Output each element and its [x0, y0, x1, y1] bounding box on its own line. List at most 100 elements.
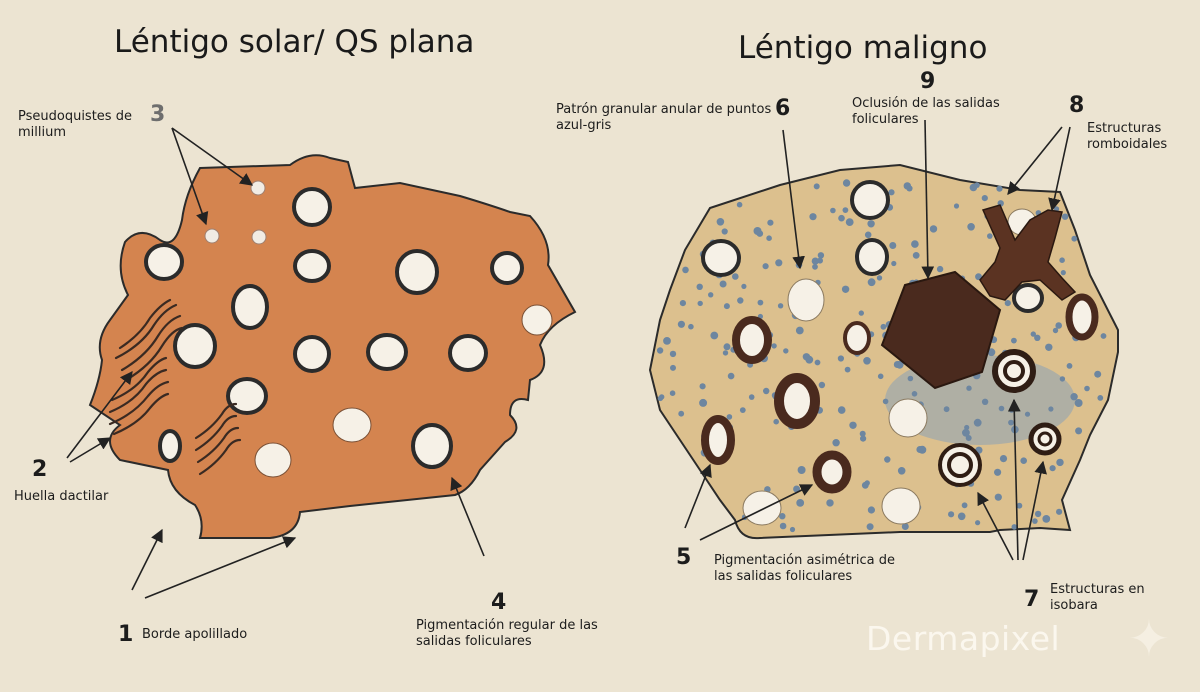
- blue-grey-dot: [757, 299, 764, 306]
- solar-lentigo-body: [88, 154, 577, 539]
- blue-grey-dot: [1004, 300, 1011, 307]
- blue-grey-dot: [994, 493, 1002, 501]
- blue-grey-dot: [779, 513, 786, 520]
- blue-grey-dot: [994, 468, 1002, 476]
- blue-grey-dot: [860, 435, 867, 442]
- blue-grey-dot: [812, 263, 818, 270]
- blue-grey-dot: [1020, 457, 1027, 465]
- blue-grey-dot: [859, 430, 866, 437]
- blue-grey-dot: [844, 366, 851, 373]
- blue-grey-dot: [842, 207, 849, 214]
- label-6-text-line1: Patrón granular anular de puntos: [556, 102, 772, 117]
- blue-grey-dot: [663, 337, 671, 345]
- blue-grey-dot: [723, 343, 731, 351]
- blue-grey-dot: [863, 357, 871, 365]
- blue-grey-dot: [813, 183, 820, 190]
- blue-grey-dot: [1048, 406, 1054, 412]
- blue-grey-dot: [867, 506, 876, 514]
- blue-grey-dot: [877, 373, 884, 380]
- isobar-structures: [938, 349, 1062, 487]
- blue-grey-dot: [962, 428, 970, 437]
- blue-grey-dot: [936, 265, 944, 273]
- label-3-text-line1: Pseudoquistes de: [18, 109, 132, 124]
- brand-watermark: Dermapixel: [866, 619, 1061, 658]
- blue-grey-dot: [722, 350, 729, 356]
- blue-grey-dot: [811, 257, 819, 265]
- blue-grey-dot: [975, 273, 982, 281]
- blue-grey-dot: [849, 421, 857, 429]
- blue-grey-dot: [948, 511, 955, 518]
- blue-grey-dot: [736, 201, 743, 208]
- blue-grey-dot: [916, 446, 924, 453]
- label-6-text-line2: azul-gris: [556, 118, 612, 133]
- blue-grey-dot: [889, 242, 897, 249]
- blue-grey-dot: [766, 235, 772, 241]
- blue-grey-dot: [867, 220, 875, 228]
- blue-grey-dot: [737, 297, 744, 304]
- label-5-number: 5: [676, 545, 692, 570]
- blue-grey-dot: [1066, 363, 1073, 369]
- blue-grey-dot: [688, 323, 694, 330]
- blue-grey-dot: [858, 310, 864, 316]
- label-8-text-line2: romboidales: [1087, 137, 1168, 152]
- blue-grey-dot: [1034, 334, 1041, 341]
- blue-grey-dot: [957, 512, 966, 521]
- blue-grey-dot: [699, 398, 708, 407]
- blue-grey-dot: [1042, 515, 1051, 523]
- blue-grey-dot: [826, 499, 834, 507]
- fingerprint-pattern: [108, 298, 242, 476]
- label-2-number: 2: [32, 457, 48, 482]
- label-7-text-line2: isobara: [1050, 598, 1098, 613]
- blue-grey-dot: [775, 259, 783, 267]
- blue-grey-dot: [895, 360, 904, 369]
- blue-grey-dot: [708, 292, 714, 298]
- label-9-text-line2: foliculares: [852, 112, 919, 127]
- blue-grey-dot: [1075, 427, 1083, 435]
- blue-grey-dot: [1094, 370, 1102, 378]
- blue-grey-dot: [888, 189, 895, 196]
- blue-grey-dot: [719, 280, 727, 288]
- asymmetric-pigmented-follicles: [701, 293, 1099, 494]
- blue-grey-dot: [1024, 411, 1031, 417]
- blue-grey-dot: [998, 405, 1005, 412]
- blue-grey-dot: [1032, 518, 1038, 524]
- blue-grey-dot: [903, 182, 911, 190]
- label-4-text-line1: Pigmentación regular de las: [416, 618, 598, 633]
- blue-grey-dot: [741, 283, 747, 289]
- blue-grey-dot: [796, 499, 805, 507]
- blue-grey-dot: [912, 252, 920, 259]
- blue-grey-dot: [897, 467, 906, 475]
- blue-grey-dot: [882, 398, 889, 405]
- blue-grey-dot: [965, 435, 972, 441]
- blue-grey-dot: [943, 406, 950, 413]
- label-4-number: 4: [491, 590, 507, 615]
- blue-grey-dot: [961, 502, 968, 509]
- blue-grey-dot: [696, 283, 703, 290]
- blue-grey-dot: [973, 418, 982, 427]
- blue-grey-dot: [953, 203, 960, 209]
- blue-grey-dot: [1056, 458, 1064, 467]
- blue-grey-dot: [901, 523, 909, 530]
- blue-grey-dot: [817, 252, 825, 259]
- blue-grey-dot: [771, 343, 777, 349]
- blue-grey-dot: [987, 233, 993, 239]
- blue-grey-dot: [739, 407, 746, 413]
- milia-cysts: [204, 180, 267, 245]
- blue-grey-dot: [1084, 385, 1090, 392]
- blue-grey-dot: [964, 424, 970, 431]
- blue-grey-dot: [670, 364, 676, 371]
- blue-grey-dot: [891, 260, 897, 267]
- label-9-number: 9: [920, 69, 936, 94]
- blue-grey-dot: [1008, 419, 1014, 426]
- blue-grey-dot: [659, 394, 665, 400]
- label-9-text-line1: Oclusión de las salidas: [852, 96, 1000, 111]
- blue-grey-dot: [876, 275, 883, 281]
- blue-grey-dot: [837, 355, 845, 362]
- blue-grey-dot: [981, 398, 989, 405]
- blue-grey-dot: [805, 355, 814, 364]
- annotation-arrows: [66, 119, 1071, 599]
- blue-grey-dot: [1059, 257, 1065, 264]
- blue-grey-dot: [699, 383, 706, 390]
- label-6-number: 6: [775, 96, 791, 121]
- blue-grey-dot: [777, 303, 784, 309]
